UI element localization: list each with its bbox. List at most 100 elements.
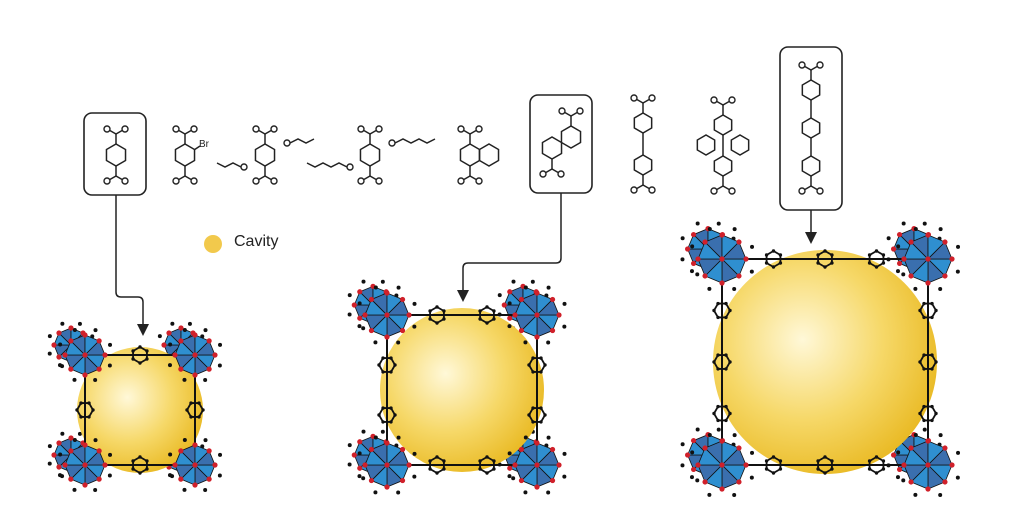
oxygen-atom: [96, 338, 102, 344]
oxygen-atom: [457, 177, 465, 185]
oxygen-atom: [192, 352, 198, 358]
carbon-atom: [412, 324, 417, 329]
carbon-atom: [170, 321, 175, 326]
carbon-atom: [218, 342, 223, 347]
oxygen-atom: [549, 477, 556, 484]
carbon-atom: [732, 287, 737, 292]
carbon-atom: [913, 432, 918, 437]
oxygen-atom: [399, 327, 406, 334]
oxygen-atom: [457, 125, 465, 133]
oxygen-atom: [357, 315, 363, 321]
oxygen-atom: [743, 256, 749, 262]
carbon-atom: [507, 451, 512, 456]
oxygen-atom: [949, 462, 955, 468]
carbon-atom: [380, 279, 385, 284]
carbon-atom: [896, 450, 901, 455]
oxygen-atom: [399, 296, 406, 303]
oxygen-atom: [206, 338, 212, 344]
oxygen-atom: [719, 486, 725, 492]
oxygen-atom: [925, 438, 931, 444]
carbon-atom: [562, 301, 567, 306]
carbon-atom: [938, 227, 943, 232]
oxygen-atom: [192, 442, 198, 448]
carbon-atom: [695, 427, 700, 432]
oxygen-atom: [362, 312, 368, 318]
oxygen-atom: [96, 366, 102, 372]
oxygen-atom: [357, 439, 363, 445]
carbon-atom: [913, 226, 918, 231]
linker-bpdc: [630, 94, 656, 194]
carbon-atom: [749, 269, 754, 274]
carbon-atom: [546, 435, 551, 440]
carbon-atom: [707, 492, 712, 497]
carbon-atom: [72, 437, 77, 442]
carbon-atom: [72, 487, 77, 492]
oxygen-atom: [719, 232, 725, 238]
carbon-atom: [507, 324, 512, 329]
benzene-ring: [801, 117, 821, 139]
oxygen-atom: [534, 484, 540, 490]
oxygen-atom: [942, 239, 948, 245]
oxygen-atom: [942, 479, 948, 485]
oxygen-atom: [736, 445, 742, 451]
carbon-atom: [680, 463, 685, 468]
oxygen-atom: [362, 462, 368, 468]
oxygen-atom: [518, 446, 525, 453]
oxygen-atom: [685, 246, 691, 252]
oxygen-atom: [942, 445, 948, 451]
carbon-atom: [732, 433, 737, 438]
oxygen-atom: [68, 435, 74, 441]
carbon-atom: [695, 272, 700, 277]
oxygen-atom: [56, 440, 62, 446]
carbon-atom: [108, 342, 113, 347]
carbon-atom: [511, 279, 516, 284]
carbon-atom: [396, 490, 401, 495]
carbon-atom: [72, 327, 77, 332]
oxygen-atom: [896, 260, 903, 267]
zr-cluster: [689, 226, 755, 292]
carbon-atom: [203, 378, 208, 383]
benzene-ring: [633, 112, 653, 134]
oxygen-atom: [728, 96, 736, 104]
zr-cluster: [507, 285, 567, 345]
cavity-sphere: [77, 347, 203, 473]
oxygen-atom: [206, 366, 212, 372]
oxygen-atom: [375, 125, 383, 133]
oxygen-atom: [925, 462, 931, 468]
carbon-atom: [938, 493, 943, 498]
oxygen-atom: [949, 256, 955, 262]
oxygen-atom: [690, 260, 697, 267]
oxygen-atom: [82, 372, 88, 378]
mof-cage-small: [47, 321, 223, 493]
carbon-atom: [380, 429, 385, 434]
oxygen-atom: [925, 280, 931, 286]
carbon-atom: [347, 293, 352, 298]
benzene-ring: [713, 114, 733, 136]
carbon-atom: [956, 244, 961, 249]
oxygen-atom: [710, 96, 718, 104]
oxygen-atom: [556, 312, 562, 318]
carbon-atom: [562, 324, 567, 329]
oxygen-atom: [556, 462, 562, 468]
oxygen-atom: [351, 452, 357, 458]
carbon-atom: [373, 340, 378, 345]
carbon-atom: [57, 473, 62, 478]
carbon-atom: [497, 293, 502, 298]
oxygen-atom: [62, 462, 68, 468]
zr-cluster: [357, 285, 417, 345]
benzene-ring: [560, 125, 582, 149]
carbon-atom: [955, 475, 960, 480]
oxygen-atom: [121, 177, 129, 185]
carbon-atom: [749, 475, 754, 480]
oxygen-atom: [96, 476, 102, 482]
carbon-atom: [412, 451, 417, 456]
cavity-legend-label: Cavity: [234, 233, 279, 250]
oxygen-atom: [56, 354, 62, 360]
linker-pyrene-dc: [696, 96, 750, 195]
oxygen-atom: [368, 477, 375, 484]
oxygen-atom: [507, 465, 513, 471]
oxygen-atom: [728, 187, 736, 195]
linker-dipropoxy-bdc: [216, 125, 315, 185]
oxygen-atom: [534, 312, 540, 318]
